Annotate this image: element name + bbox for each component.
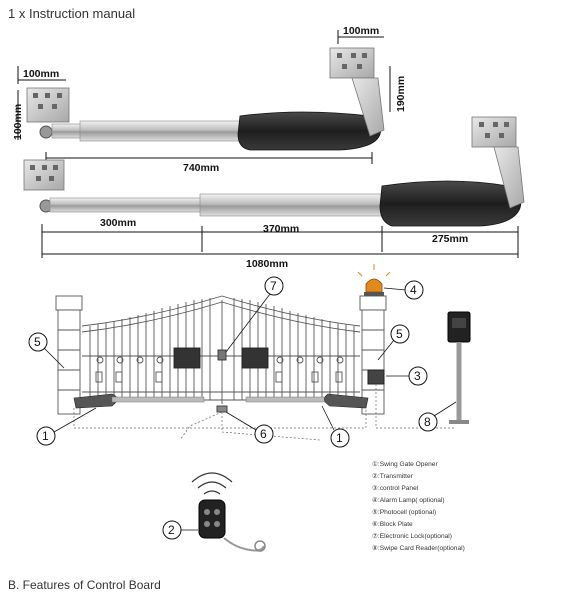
gate-bars-right [233,298,355,400]
ornament-right [241,347,269,369]
tube-short [79,120,241,142]
legend-item-5: ⑤:Photocell (optional) [372,508,436,516]
legend: ①:Swing Gate Opener ②:Transmitter ③:cont… [372,460,465,552]
right-bracket-bottom [471,116,525,209]
svg-text:1: 1 [42,429,49,443]
legend-item-8: ⑧:Swipe Card Reader(optional) [372,544,465,552]
dim-segment-b: 370mm [263,223,299,235]
dim-short-arm-length: 740mm [183,162,219,174]
svg-text:4: 4 [410,283,417,297]
dim-segment-c: 275mm [432,233,468,245]
section-heading: B. Features of Control Board [8,578,161,592]
callout-4: 4 [383,280,424,300]
motor-housing-short [237,111,382,151]
svg-text:5: 5 [396,327,403,341]
left-bracket-top [26,87,70,139]
legend-item-1: ①:Swing Gate Opener [372,460,438,468]
dim-total-length: 1080mm [246,258,288,270]
svg-text:5: 5 [34,335,41,349]
control-panel [367,369,385,385]
gate-openers [73,393,369,409]
left-bracket-bottom [23,159,65,213]
actuator-long [23,116,525,227]
gate-bars-left [89,298,211,400]
legend-item-4: ④:Alarm Lamp( optional) [372,496,445,504]
actuator-short [26,47,385,151]
alarm-lamp [357,264,391,296]
block-plate [216,405,228,413]
callout-8: 8 [418,401,457,432]
callout-7: 7 [225,276,284,353]
dim-right-bracket-height: 190mm [395,76,407,112]
right-bracket-top [329,47,385,137]
left-pillar [55,295,83,415]
callouts: 1 1 2 3 4 5 5 [28,276,457,540]
legend-item-3: ③:control Panel [372,484,419,492]
callout-3: 3 [386,366,428,386]
callout-1-left: 1 [36,407,97,446]
right-pillar [359,295,387,415]
dim-segment-a: 300mm [100,217,136,229]
callout-6: 6 [225,411,274,444]
svg-text:2: 2 [168,523,175,537]
legend-item-7: ⑦:Electronic Lock(optional) [372,532,452,540]
dim-left-bracket-width: 100mm [23,68,59,80]
legend-item-6: ⑥:Block Plate [372,520,413,528]
tube-long [199,193,391,217]
dim-top-bracket-width: 100mm [343,25,379,37]
rod-long [49,197,211,213]
legend-item-2: ②:Transmitter [372,472,414,480]
callout-2: 2 [162,520,198,540]
dims-top: 100mm 190mm 100mm 100mm 740mm [12,25,407,174]
electronic-lock [217,349,227,361]
ornament-left [173,347,201,369]
svg-text:3: 3 [414,369,421,383]
svg-text:1: 1 [336,431,343,445]
motor-housing-long [379,180,522,227]
header-text: 1 x Instruction manual [8,6,136,21]
svg-text:6: 6 [260,427,267,441]
dim-left-bracket-height: 100mm [12,104,24,140]
svg-text:8: 8 [424,415,431,429]
callout-5-left: 5 [28,332,65,369]
dims-bottom: 300mm 370mm 275mm 1080mm [41,217,519,270]
remote-body [198,499,226,539]
keyring-icon [223,537,265,552]
swipe-card-reader [447,311,471,424]
callout-5-right: 5 [377,324,410,361]
svg-text:7: 7 [270,279,277,293]
callout-1-right: 1 [321,405,350,448]
transmitter [191,472,266,552]
signal-wave-icon [191,472,233,483]
